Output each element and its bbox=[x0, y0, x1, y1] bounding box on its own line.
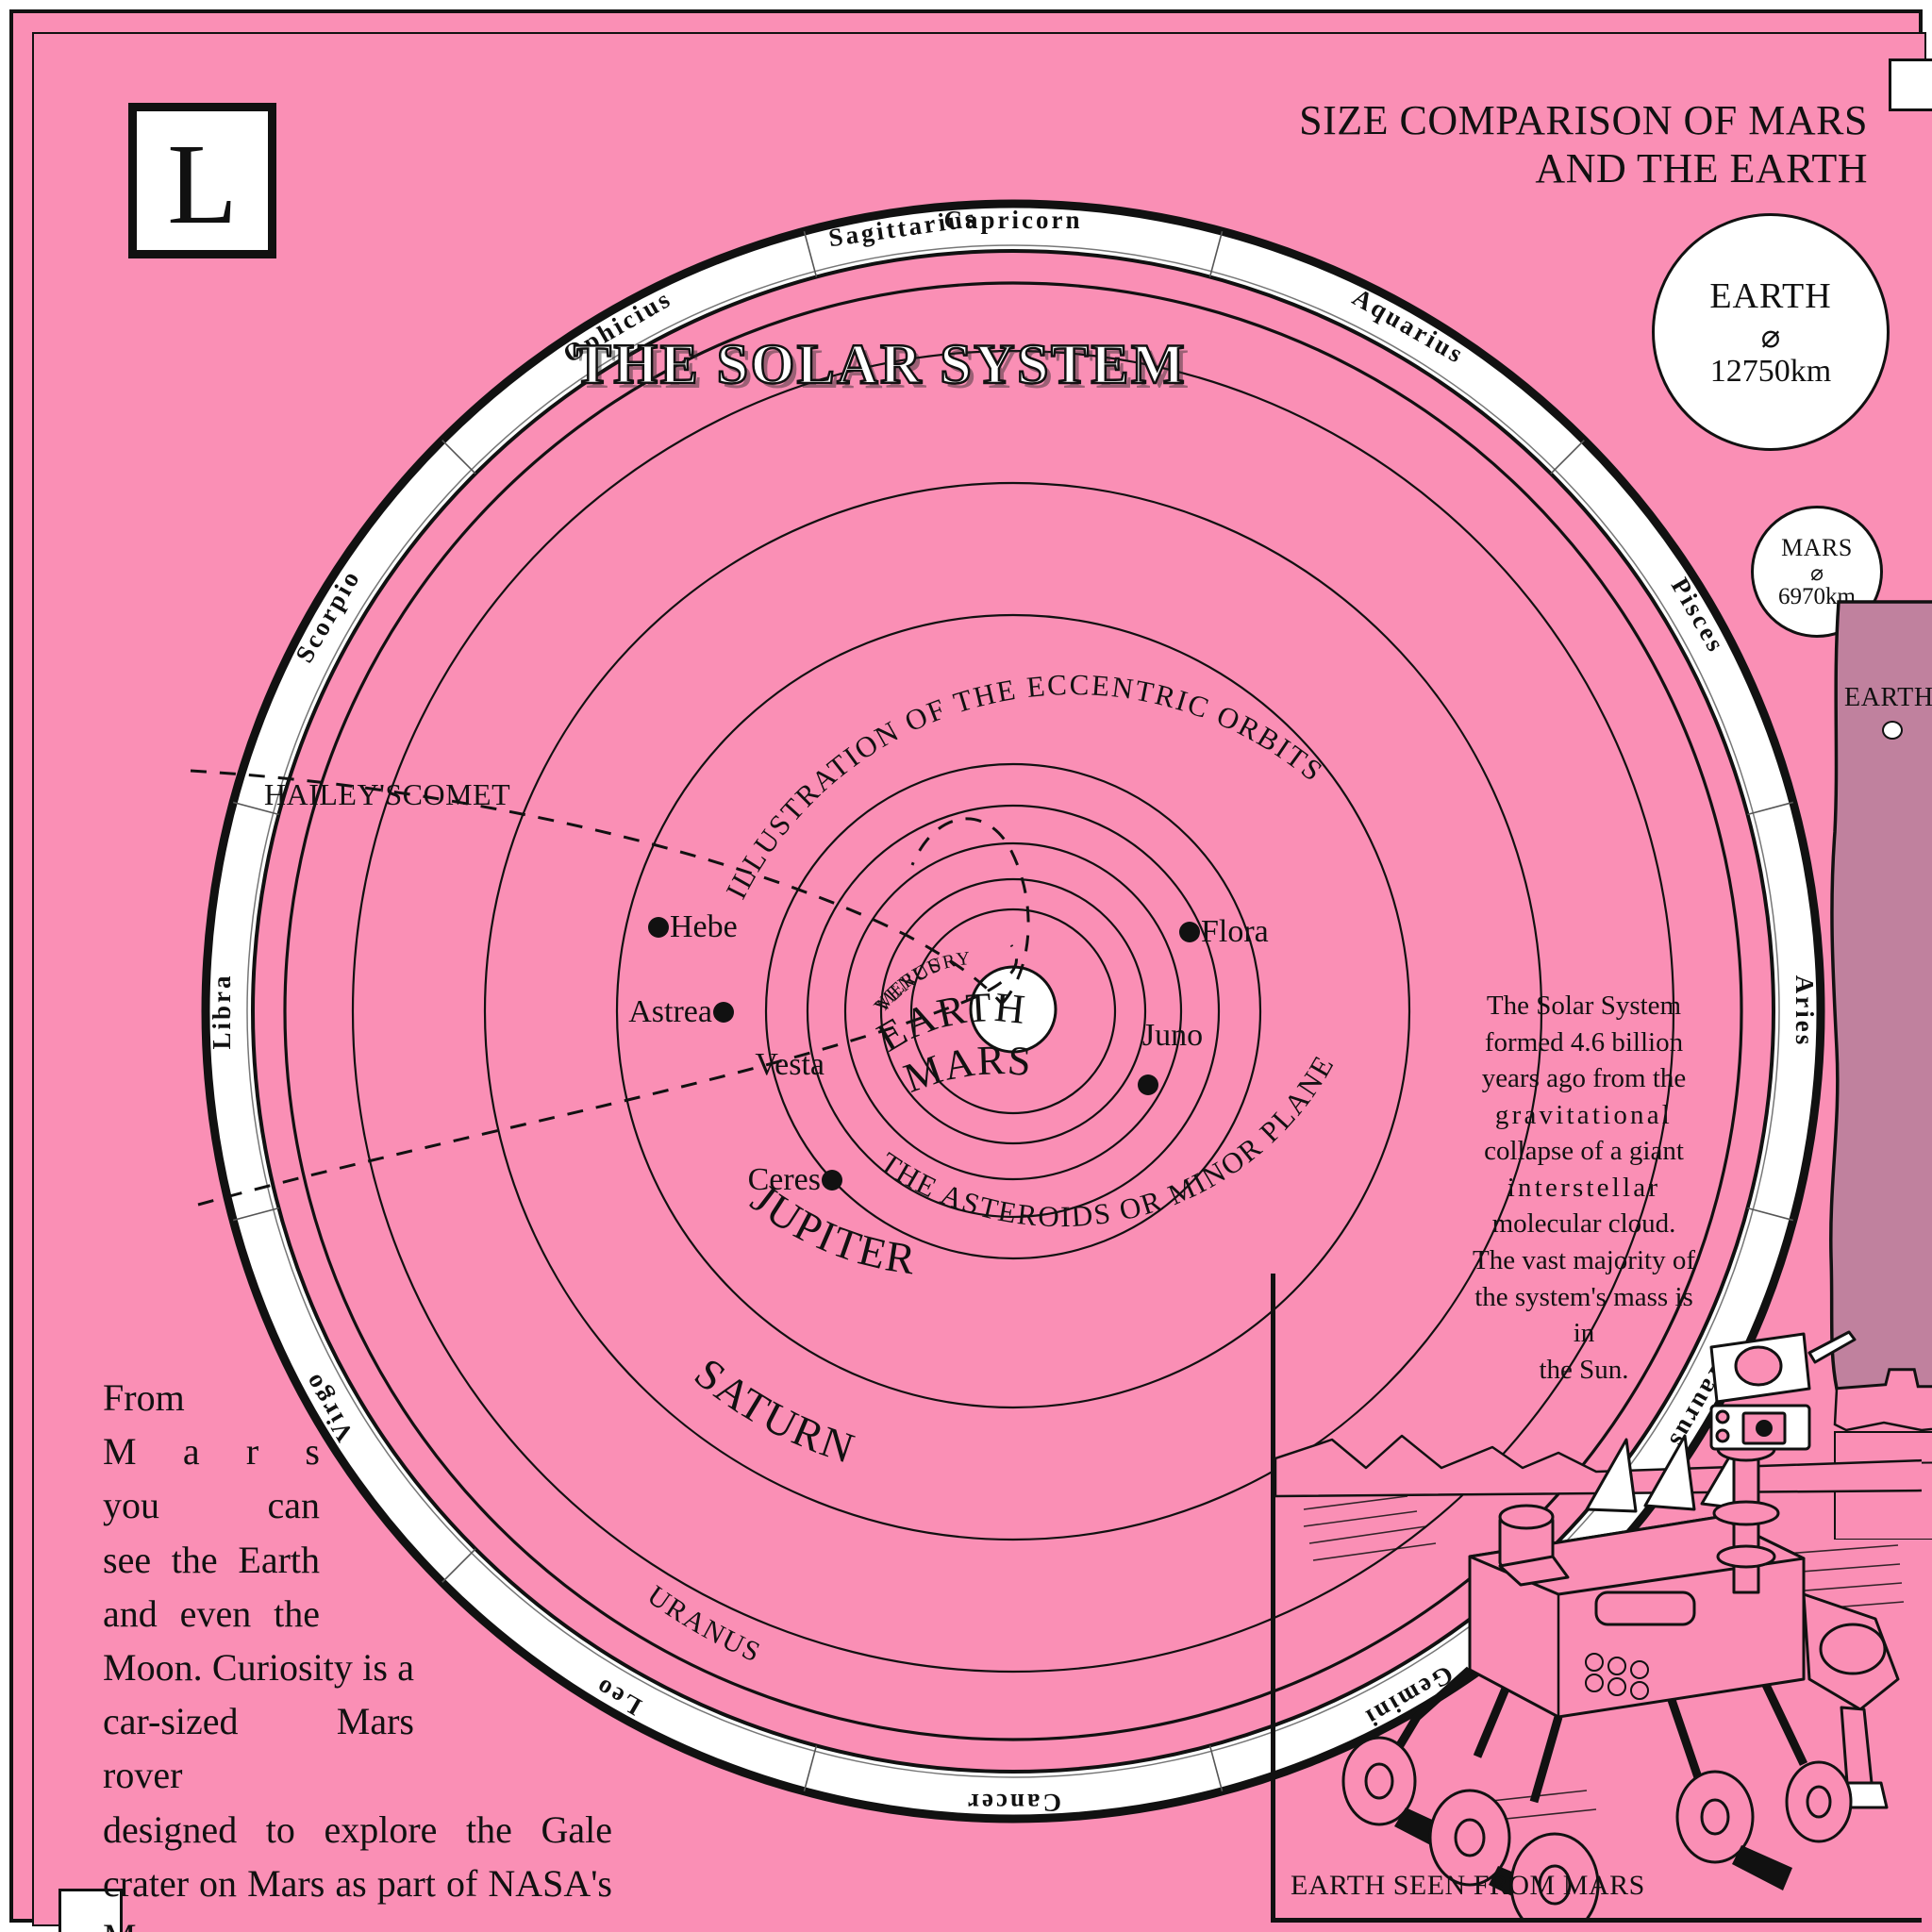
asteroid-ceres: Ceres bbox=[748, 1162, 842, 1197]
zodiac-divider-tick bbox=[1208, 230, 1224, 277]
asteroid-vesta: Vesta bbox=[755, 1047, 824, 1082]
orbit-mercury bbox=[909, 908, 1117, 1115]
headline-line-1: SIZE COMPARISON OF MARS bbox=[1299, 97, 1868, 143]
asteroid-flora: Flora bbox=[1179, 914, 1269, 949]
solar-note-line: the system's mass is in bbox=[1474, 1281, 1693, 1349]
solar-note-line: molecular cloud. bbox=[1491, 1208, 1676, 1240]
zodiac-label-capricorn: Capricorn bbox=[944, 206, 1083, 234]
zodiac-divider-tick bbox=[1747, 801, 1794, 816]
zodiac-divider-tick bbox=[803, 1745, 818, 1792]
halley-comet-orbit-upper bbox=[190, 769, 1004, 1005]
solar-system-title: THE SOLAR SYSTEM bbox=[573, 332, 1188, 397]
logo-letter: L bbox=[167, 120, 238, 248]
corner-notch-bottom-left bbox=[58, 1889, 123, 1932]
asteroid-dot bbox=[1179, 922, 1200, 942]
orbit-saturn bbox=[483, 481, 1543, 1541]
orbit-mars bbox=[806, 804, 1221, 1219]
mars-note-line: car-sized Mars rover bbox=[103, 1700, 414, 1797]
solar-note-line: collapse of a giant bbox=[1484, 1136, 1684, 1167]
mars-note-line: Moon. Curiosity is a bbox=[103, 1645, 414, 1689]
asteroid-label: Flora bbox=[1201, 914, 1269, 949]
asteroid-dot bbox=[713, 1002, 734, 1023]
page-title: SIZE COMPARISON OF MARS AND THE EARTH bbox=[1283, 96, 1868, 192]
mars-size-circle: MARS ⌀ 6970km bbox=[1751, 506, 1883, 638]
solar-note-line: years ago from the bbox=[1481, 1063, 1687, 1094]
orbit-venus bbox=[879, 877, 1147, 1145]
earth-size-value: 12750km bbox=[1709, 353, 1832, 389]
mars-note-line: From bbox=[103, 1376, 185, 1419]
solar-note-line: the Sun. bbox=[1539, 1354, 1629, 1385]
zodiac-divider-tick bbox=[232, 1207, 279, 1222]
mars-panel-earth-label: EARTH bbox=[1844, 683, 1932, 712]
curiosity-rover-illustration bbox=[1271, 1274, 1922, 1923]
diameter-icon: ⌀ bbox=[1760, 319, 1781, 355]
halley-comet-orbit-inner bbox=[910, 817, 1030, 1006]
asteroid-juno: Juno bbox=[1138, 1018, 1203, 1095]
orbit-jupiter bbox=[615, 613, 1411, 1409]
asteroid-label: Juno bbox=[1142, 1018, 1203, 1053]
asteroid-label: Astrea bbox=[628, 994, 712, 1029]
logo-box: L bbox=[128, 103, 276, 258]
mars-note-line: designed to explore the Gale bbox=[103, 1807, 612, 1851]
orbit-uranus bbox=[351, 349, 1675, 1674]
orbit-asteroid-belt bbox=[764, 762, 1262, 1260]
asteroid-hebe: Hebe bbox=[648, 909, 738, 944]
zodiac-divider-tick bbox=[441, 1548, 476, 1583]
zodiac-divider-tick bbox=[1550, 440, 1585, 475]
solar-note-line: The Solar System bbox=[1486, 991, 1682, 1021]
zodiac-divider-tick bbox=[1208, 1745, 1224, 1792]
asteroid-dot bbox=[822, 1170, 842, 1191]
solar-note-line: The vast majority of bbox=[1473, 1244, 1695, 1275]
rover-panel-caption: EARTH SEEN FROM MARS bbox=[1291, 1870, 1645, 1901]
solar-note-line: formed 4.6 billion bbox=[1484, 1026, 1684, 1058]
mars-size-name: MARS bbox=[1781, 533, 1853, 561]
halley-comet-orbit-lower bbox=[197, 944, 1018, 1207]
zodiac-divider-tick bbox=[232, 801, 279, 816]
corner-notch-top-right bbox=[1889, 58, 1932, 111]
zodiac-label-libra: Libra bbox=[208, 973, 236, 1049]
asteroid-label: Ceres bbox=[748, 1162, 821, 1197]
zodiac-divider-tick bbox=[803, 230, 818, 277]
asteroid-dot bbox=[1138, 1074, 1158, 1095]
mars-note-line: M a r s bbox=[103, 1430, 320, 1474]
zodiac-divider-tick bbox=[1747, 1207, 1794, 1222]
zodiac-divider-tick bbox=[441, 440, 476, 475]
headline-line-2: AND THE EARTH bbox=[1535, 145, 1868, 192]
zodiac-label-cancer: Cancer bbox=[965, 1789, 1061, 1817]
earth-size-circle: EARTH ⌀ 12750km bbox=[1652, 213, 1890, 451]
mars-note-line: you can bbox=[103, 1484, 320, 1527]
diameter-icon: ⌀ bbox=[1810, 560, 1824, 585]
solar-note-line: interstellar bbox=[1507, 1172, 1661, 1203]
zodiac-label-aries: Aries bbox=[1790, 975, 1819, 1047]
mars-note-line: crater on Mars as part of NASA's Mars bbox=[103, 1861, 612, 1932]
solar-note-line: gravitational bbox=[1494, 1099, 1674, 1130]
mars-curiosity-note: From M a r s you can see the Earth and even … bbox=[103, 1371, 1263, 1932]
asteroid-label: Vesta bbox=[755, 1047, 824, 1082]
solar-system-note: The Solar System formed 4.6 billion years … bbox=[1468, 988, 1700, 1388]
earth-dot-icon bbox=[1882, 721, 1903, 740]
orbit-earth bbox=[843, 841, 1183, 1181]
mars-landscape-panel: EARTH bbox=[1827, 596, 1932, 1540]
asteroid-label: Hebe bbox=[670, 909, 738, 944]
asteroid-dot bbox=[648, 917, 669, 938]
halley-comet-label: HAILEY'SCOMET bbox=[264, 777, 511, 811]
mars-note-line: and even the bbox=[103, 1591, 320, 1635]
solar-system-diagram: CapricornAquariusPiscesAriesTaurusGemini… bbox=[58, 58, 1825, 1824]
mars-note-line: see the Earth bbox=[103, 1538, 320, 1581]
asteroid-astrea: Astrea bbox=[628, 994, 734, 1029]
earth-size-name: EARTH bbox=[1709, 275, 1832, 316]
